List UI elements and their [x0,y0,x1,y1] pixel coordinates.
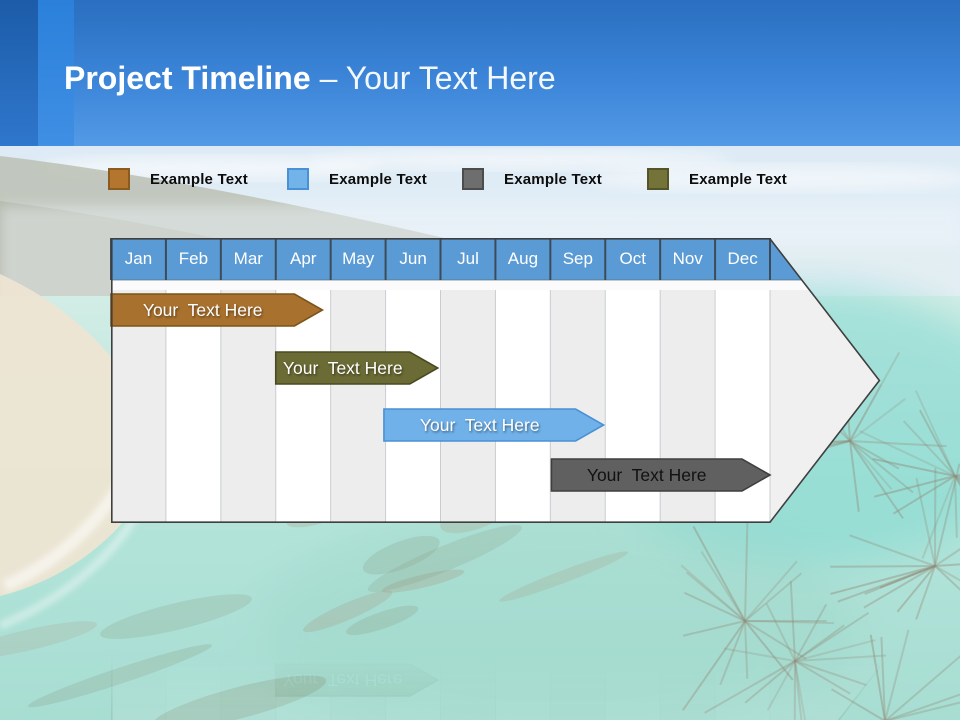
month-header-aug[interactable]: Aug [507,249,539,268]
month-header-apr[interactable]: Apr [289,249,317,268]
legend-label-1: Example Text [150,170,248,188]
gantt-bar-2[interactable] [274,351,440,385]
month-header-nov[interactable]: Nov [672,249,703,268]
month-header-oct[interactable]: Oct [619,249,646,268]
gantt-bar-4[interactable] [550,458,772,492]
month-header-mar[interactable]: Mar [233,249,263,268]
gantt-bar-label-3[interactable]: Your Text Here [419,414,540,435]
column-may [330,290,386,523]
timeline-white-strip [111,280,880,290]
month-header-dec[interactable]: Dec [727,249,758,268]
column-jun [385,290,441,523]
legend-label-2: Example Text [329,170,427,188]
timeline-chart: Jan Feb Mar Apr May Jun Jul Aug Sep Oct Nov Dec You… [110,238,881,523]
legend-item-1[interactable]: Example Text [108,168,248,190]
column-apr [275,290,331,523]
slide-header: Project Timeline– Your Text Here [0,0,960,146]
title-subtitle: – Your Text Here [319,60,556,96]
gantt-bar-label-4[interactable]: Your Text Here [586,464,707,485]
column-mar [220,290,276,523]
legend-swatch-4[interactable] [647,168,669,190]
legend-label-3: Example Text [504,170,602,188]
header-accent-band-light [38,0,74,146]
column-aug [495,290,551,523]
gantt-bar-label-1[interactable]: Your Text Here [142,299,263,320]
month-header-feb[interactable]: Feb [178,249,209,268]
column-jan [111,290,166,523]
title-main: Project Timeline [64,60,311,96]
month-header-may[interactable]: May [342,249,375,268]
month-header-sep[interactable]: Sep [562,249,593,268]
column-feb [165,290,221,523]
gantt-bar-label-2[interactable]: Your Text Here [282,357,403,378]
header-accent-band-dark [0,0,38,146]
month-header-jun[interactable]: Jun [399,249,427,268]
page-title[interactable]: Project Timeline– Your Text Here [64,60,556,97]
month-header-jul[interactable]: Jul [457,249,479,268]
legend-item-4[interactable]: Example Text [647,168,787,190]
legend-swatch-3[interactable] [462,168,484,190]
month-header-jan[interactable]: Jan [124,249,153,268]
month-header-row: Jan Feb Mar Apr May Jun Jul Aug Sep Oct Nov Dec [111,238,770,280]
legend-swatch-1[interactable] [108,168,130,190]
legend-item-2[interactable]: Example Text [287,168,427,190]
timeline-overlay [110,238,881,523]
gantt-bar-3[interactable] [383,408,606,442]
column-jul [440,290,496,523]
legend-item-3[interactable]: Example Text [462,168,602,190]
legend-label-4: Example Text [689,170,787,188]
legend-swatch-2[interactable] [287,168,309,190]
